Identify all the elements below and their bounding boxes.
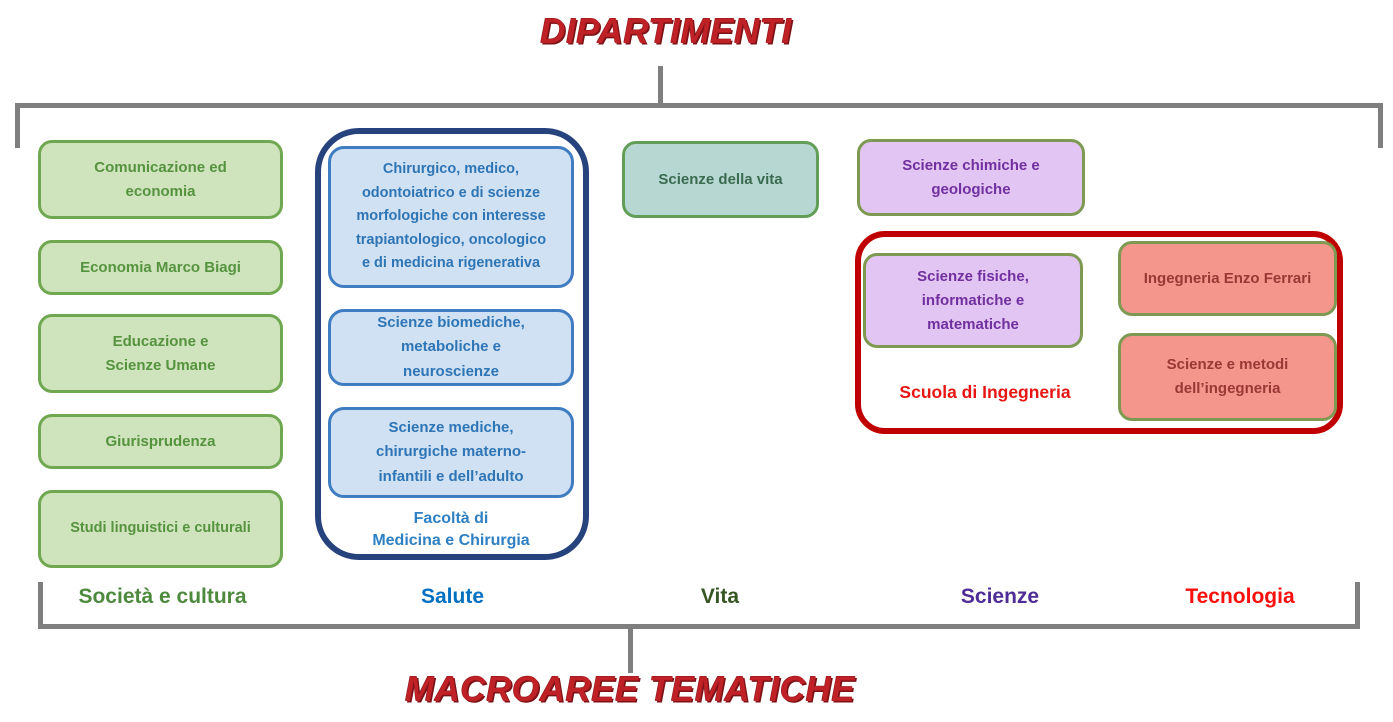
macroarea-label-societa-e-cultura: Società e cultura bbox=[78, 585, 247, 608]
medicina-group-label: Facoltà di Medicina e Chirurgia bbox=[372, 510, 530, 549]
top-connector-line bbox=[658, 66, 663, 103]
top-bracket bbox=[15, 103, 1383, 148]
department-box-scienze-biomediche: Scienze biomediche, metaboliche e neuros… bbox=[328, 309, 574, 386]
department-box-educazione-scienze-umane: Educazione e Scienze Umane bbox=[38, 314, 283, 393]
macroarea-label-scienze: Scienze bbox=[960, 585, 1040, 608]
macroarea-label-salute: Salute bbox=[420, 585, 485, 608]
bottom-bracket bbox=[38, 582, 1360, 629]
bottom-connector-line bbox=[628, 629, 633, 673]
department-box-scienze-chimiche-geologiche: Scienze chimiche e geologiche bbox=[857, 139, 1085, 216]
department-box-scienze-mediche: Scienze mediche, chirurgiche materno- in… bbox=[328, 407, 574, 498]
ingegneria-group-label: Scuola di Ingegneria bbox=[899, 382, 1071, 402]
department-box-ingegneria-enzo-ferrari: Ingegneria Enzo Ferrari bbox=[1118, 241, 1337, 316]
department-box-economia-marco-biagi: Economia Marco Biagi bbox=[38, 240, 283, 295]
department-box-scienze-fisiche-informatiche-matematiche: Scienze fisiche, informatiche e matemati… bbox=[863, 253, 1083, 348]
macroarea-label-tecnologia: Tecnologia bbox=[1185, 585, 1295, 608]
department-box-scienze-della-vita: Scienze della vita bbox=[622, 141, 819, 218]
department-box-chirurgico-medico: Chirurgico, medico, odontoiatrico e di s… bbox=[328, 146, 574, 288]
department-box-scienze-metodi-ingegneria: Scienze e metodi dell’ingegneria bbox=[1118, 333, 1337, 421]
macroarea-label-vita: Vita bbox=[700, 585, 740, 608]
diagram-title-dipartimenti: DIPARTIMENTI bbox=[540, 12, 792, 51]
department-box-giurisprudenza: Giurisprudenza bbox=[38, 414, 283, 469]
diagram-title-macroaree-tematiche: MACROAREE TEMATICHE bbox=[404, 670, 856, 709]
department-box-studi-linguistici-culturali: Studi linguistici e culturali bbox=[38, 490, 283, 568]
department-box-comunicazione-ed-economia: Comunicazione ed economia bbox=[38, 140, 283, 219]
